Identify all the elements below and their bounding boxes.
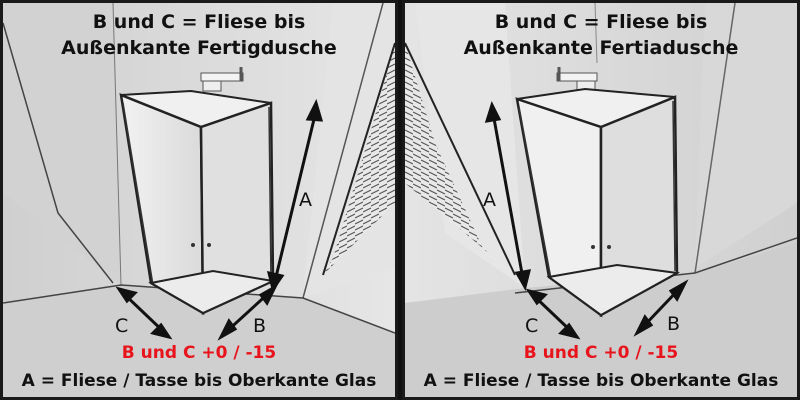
tolerance-text: B und C +0 / -15 <box>121 343 277 363</box>
bottom-caption: A = Fliese / Tasse bis Oberkante Glas <box>21 371 377 391</box>
title-line1: B und C = Fliese bis <box>92 11 306 33</box>
panel-divider <box>398 0 402 400</box>
dimension-arrows-left <box>115 98 324 341</box>
dimension-arrows-right <box>484 101 689 340</box>
shower-scene-left <box>3 3 395 397</box>
label-b: B <box>253 315 267 337</box>
label-a: A <box>299 189 312 211</box>
label-a: A <box>483 189 496 211</box>
panel-left: B und C = Fliese bis Außenkante Fertigdu… <box>3 3 395 397</box>
title-line2: Außenkante Fertiadusche <box>463 37 739 59</box>
shower-scene-right <box>405 3 797 397</box>
label-c: C <box>115 315 129 337</box>
bottom-caption: A = Fliese / Tasse bis Oberkante Glas <box>423 371 779 391</box>
panel-right: B und C = Fliese bis Außenkante Fertiadu… <box>405 3 797 397</box>
title-line2: Außenkante Fertigdusche <box>61 37 337 59</box>
label-c: C <box>525 315 539 337</box>
title-line1: B und C = Fliese bis <box>494 11 708 33</box>
tolerance-text: B und C +0 / -15 <box>523 343 679 363</box>
label-b: B <box>667 313 681 335</box>
